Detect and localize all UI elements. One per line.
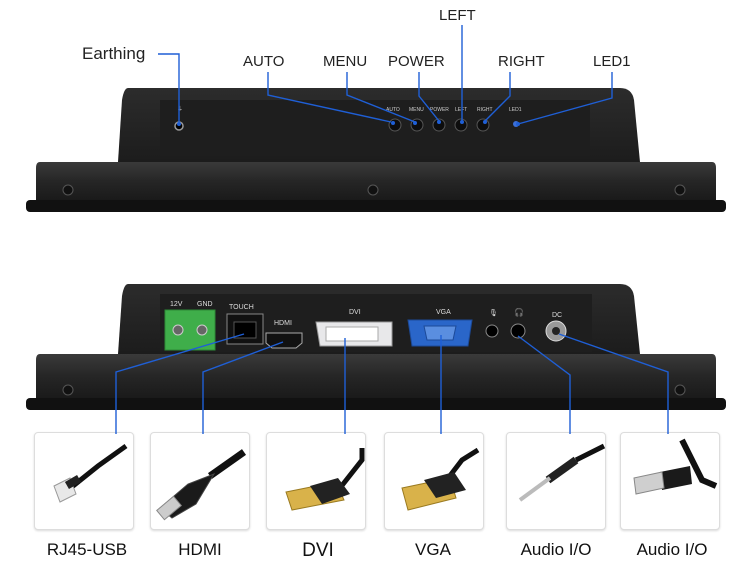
right-label: RIGHT — [498, 53, 545, 70]
power-label: POWER — [388, 53, 445, 70]
right-callout-line — [484, 72, 511, 122]
vga-cable-icon — [401, 447, 480, 511]
audio-io-caption-2: Audio I/O — [636, 540, 708, 559]
led1-callout-line — [517, 72, 613, 125]
power-silk: POWER — [430, 107, 449, 113]
audio-io-caption-1: Audio I/O — [520, 540, 592, 559]
bottom-screw-right-icon — [674, 384, 686, 396]
terminal-screw-gnd-icon — [196, 324, 208, 336]
top-callout-lines — [158, 25, 613, 125]
gnd-silk: GND — [197, 301, 213, 308]
hdmi-cable-icon — [156, 449, 247, 521]
dvi-caption: DVI — [302, 540, 334, 561]
rj45-callout-line — [115, 333, 245, 434]
rj45-usb-caption: RJ45-USB — [46, 540, 128, 559]
top-screw-right-icon — [674, 184, 686, 196]
v12-silk: 12V — [170, 301, 183, 308]
vga-caption: VGA — [415, 540, 451, 559]
headphone-jack[interactable] — [510, 323, 526, 339]
mic-jack[interactable] — [485, 324, 499, 338]
dc-cable-icon — [633, 438, 718, 495]
touch-silk: TOUCH — [229, 304, 254, 311]
menu-silk: MENU — [409, 107, 424, 113]
audio-cable-card — [506, 432, 606, 530]
terminal-screw-12v-icon — [172, 324, 184, 336]
rj45-usb-cable-icon — [53, 443, 128, 503]
bottom-panel: 12V GND TOUCH HDMI DVI VGA DC 🎙 🎧 — [26, 284, 726, 434]
top-panel-body — [36, 162, 716, 200]
bottom-callout-lines — [115, 333, 669, 434]
top-panel-bezel — [26, 200, 726, 212]
dvi-silk: DVI — [349, 309, 361, 316]
dvi-cable-icon — [285, 448, 365, 511]
bottom-panel-bezel — [26, 398, 726, 410]
led1-label: LED1 — [593, 53, 631, 70]
auto-silk: AUTO — [386, 107, 400, 113]
rj45-socket-icon — [233, 321, 257, 339]
dc-pin-icon — [552, 327, 560, 335]
top-callout-dots — [177, 120, 520, 126]
dvi-cable-card — [266, 432, 366, 530]
vga-pin-field-icon — [423, 325, 457, 341]
auto-button[interactable] — [388, 118, 402, 132]
earthing-label: Earthing — [82, 44, 145, 63]
top-panel-recess — [160, 100, 590, 156]
audio-callout-line — [517, 335, 571, 434]
earthing-callout-line — [158, 53, 180, 122]
right-button[interactable] — [476, 118, 490, 132]
left-silk: LEFT — [455, 107, 467, 113]
top-panel: ⏚ AUTO MENU POWER LEFT RIGHT LED1 — [26, 7, 726, 212]
auto-label: AUTO — [243, 53, 284, 70]
mic-icon: 🎙 — [489, 309, 498, 317]
left-label: LEFT — [439, 7, 476, 24]
menu-label: MENU — [323, 53, 367, 70]
top-screw-center-icon — [367, 184, 379, 196]
rj45-cable-card — [34, 432, 134, 530]
hdmi-silk: HDMI — [274, 320, 292, 327]
earthing-symbol-icon: ⏚ — [177, 106, 183, 113]
menu-callout-line — [346, 72, 416, 123]
hdmi-caption: HDMI — [178, 540, 222, 559]
dc-silk: DC — [552, 312, 562, 319]
power-button[interactable] — [432, 118, 446, 132]
audio-jack-cable-icon — [518, 443, 606, 502]
vga-silk: VGA — [436, 309, 451, 316]
headphone-icon: 🎧 — [514, 307, 524, 317]
auto-callout-line — [267, 72, 392, 123]
bottom-panel-body — [36, 354, 716, 398]
hdmi-port[interactable] — [265, 332, 303, 349]
power-callout-line — [418, 72, 440, 122]
top-screw-left-icon — [62, 184, 74, 196]
hdmi-callout-line — [202, 341, 284, 434]
led1-silk: LED1 — [509, 107, 522, 113]
dvi-pin-field-icon — [325, 326, 379, 342]
right-silk: RIGHT — [477, 107, 493, 113]
dc-callout-line — [558, 333, 669, 434]
bottom-screw-left-icon — [62, 384, 74, 396]
